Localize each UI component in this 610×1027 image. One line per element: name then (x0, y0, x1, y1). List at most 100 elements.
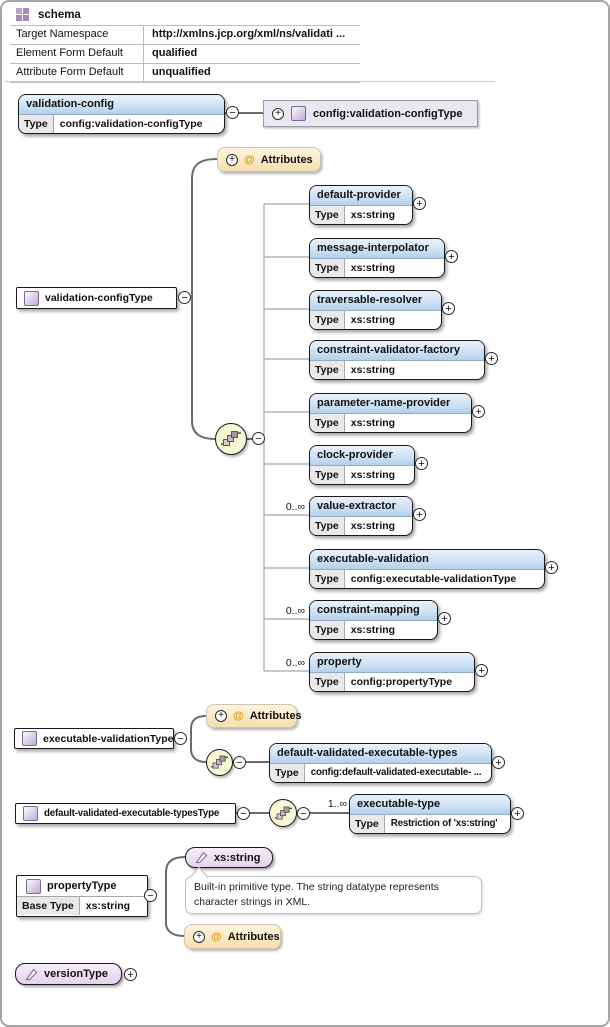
expand-toggle[interactable]: + (445, 250, 458, 263)
schema-header: schema (16, 8, 81, 21)
base-type-value: xs:string (85, 900, 131, 912)
collapse-toggle[interactable]: − (237, 807, 250, 820)
element-validation-config[interactable]: validation-config Type config:validation… (18, 94, 225, 134)
attributes-label: Attributes (260, 153, 313, 166)
collapse-toggle[interactable]: − (297, 807, 310, 820)
simpletype-xs-string[interactable]: xs:string (185, 847, 273, 868)
attributes-group[interactable]: + @ Attributes (217, 147, 321, 172)
type-label: Type (310, 570, 345, 588)
type-label: Type (310, 311, 345, 329)
simpletype-versionType[interactable]: versionType (15, 963, 122, 985)
complex-type-icon (23, 806, 38, 821)
complex-type-header: propertyType (17, 876, 147, 897)
element-name: constraint-validator-factory (310, 341, 484, 361)
element-name: clock-provider (310, 446, 414, 466)
complex-type-icon (26, 878, 41, 894)
element-name: property (310, 653, 474, 673)
element-name: default-validated-executable-types (270, 744, 491, 764)
complextype-propertyType[interactable]: propertyType Base Type xs:string (16, 875, 148, 917)
expand-toggle[interactable]: + (415, 457, 428, 470)
simple-type-name: versionType (44, 968, 108, 980)
complextype-validation-configType[interactable]: validation-configType (16, 287, 177, 309)
expand-toggle[interactable]: + (442, 302, 455, 315)
expand-toggle[interactable]: + (226, 153, 238, 166)
type-ref-validation-configType[interactable]: + config:validation-configType (263, 100, 478, 127)
expand-toggle[interactable]: + (492, 756, 505, 769)
complextype-executable-validationType[interactable]: executable-validationType (14, 728, 174, 749)
attributes-group[interactable]: + @ Attributes (184, 924, 281, 949)
expand-toggle[interactable]: + (438, 612, 451, 625)
attributes-label: Attributes (227, 930, 280, 943)
type-row: Type xs:string (310, 466, 414, 484)
cardinality-label: 0..∞ (285, 657, 305, 669)
type-label: Type (310, 466, 345, 484)
expand-toggle[interactable]: + (413, 197, 426, 210)
collapse-toggle[interactable]: − (226, 106, 239, 119)
collapse-toggle[interactable]: − (174, 732, 187, 745)
at-sign-icon: @ (211, 930, 222, 943)
expand-toggle[interactable]: + (124, 968, 137, 981)
collapse-toggle[interactable]: − (178, 291, 191, 304)
expand-toggle[interactable]: + (215, 710, 227, 722)
expand-toggle[interactable]: + (272, 107, 284, 120)
element-name: executable-validation (310, 550, 544, 570)
row-label: Attribute Form Default (10, 64, 144, 82)
table-row: Element Form Default qualified (10, 44, 360, 63)
sequence-glyph (210, 755, 229, 769)
complex-type-icon (24, 290, 39, 306)
expand-toggle[interactable]: + (511, 807, 524, 820)
sequence-icon[interactable] (206, 749, 233, 776)
type-value: config:default-validated-executable- ... (310, 767, 482, 778)
type-value: config:validation-configType (59, 118, 203, 130)
complex-type-name: default-validated-executable-typesType (44, 808, 220, 819)
element-name: traversable-resolver (310, 291, 441, 311)
expand-toggle[interactable]: + (545, 561, 558, 574)
simple-type-icon (25, 968, 38, 980)
complex-type-icon (22, 731, 37, 746)
type-label: Type (350, 815, 385, 833)
type-label: Type (310, 414, 345, 432)
type-label: Type (310, 206, 345, 224)
expand-toggle[interactable]: + (472, 405, 485, 418)
complex-type-name: executable-validationType (43, 732, 174, 745)
sequence-icon[interactable] (269, 799, 297, 827)
expand-toggle[interactable]: + (485, 352, 498, 365)
type-row: Type config:validation-configType (19, 115, 224, 133)
type-value: xs:string (350, 469, 396, 481)
expand-toggle[interactable]: + (413, 508, 426, 521)
collapse-toggle[interactable]: − (252, 432, 265, 445)
tooltip-notch (189, 866, 209, 878)
row-value: qualified (152, 47, 198, 59)
table-row: Attribute Form Default unqualified (10, 63, 360, 83)
attributes-group[interactable]: + @ Attributes (206, 704, 302, 728)
simple-type-icon (195, 851, 208, 864)
element-clock-provider[interactable]: clock-provider Type xs:string (309, 445, 415, 485)
expand-toggle[interactable]: + (193, 930, 205, 943)
documentation-tooltip: Built-in primitive type. The string data… (185, 876, 482, 914)
complextype-default-validated-executable-typesType[interactable]: default-validated-executable-typesType (15, 803, 236, 824)
at-sign-icon: @ (244, 153, 255, 166)
cardinality-label: 0..∞ (285, 605, 305, 617)
expand-toggle[interactable]: + (475, 664, 488, 677)
collapse-toggle[interactable]: − (233, 756, 246, 769)
collapse-toggle[interactable]: − (144, 889, 157, 902)
sequence-icon[interactable] (215, 423, 247, 455)
element-name: constraint-mapping (310, 601, 437, 621)
